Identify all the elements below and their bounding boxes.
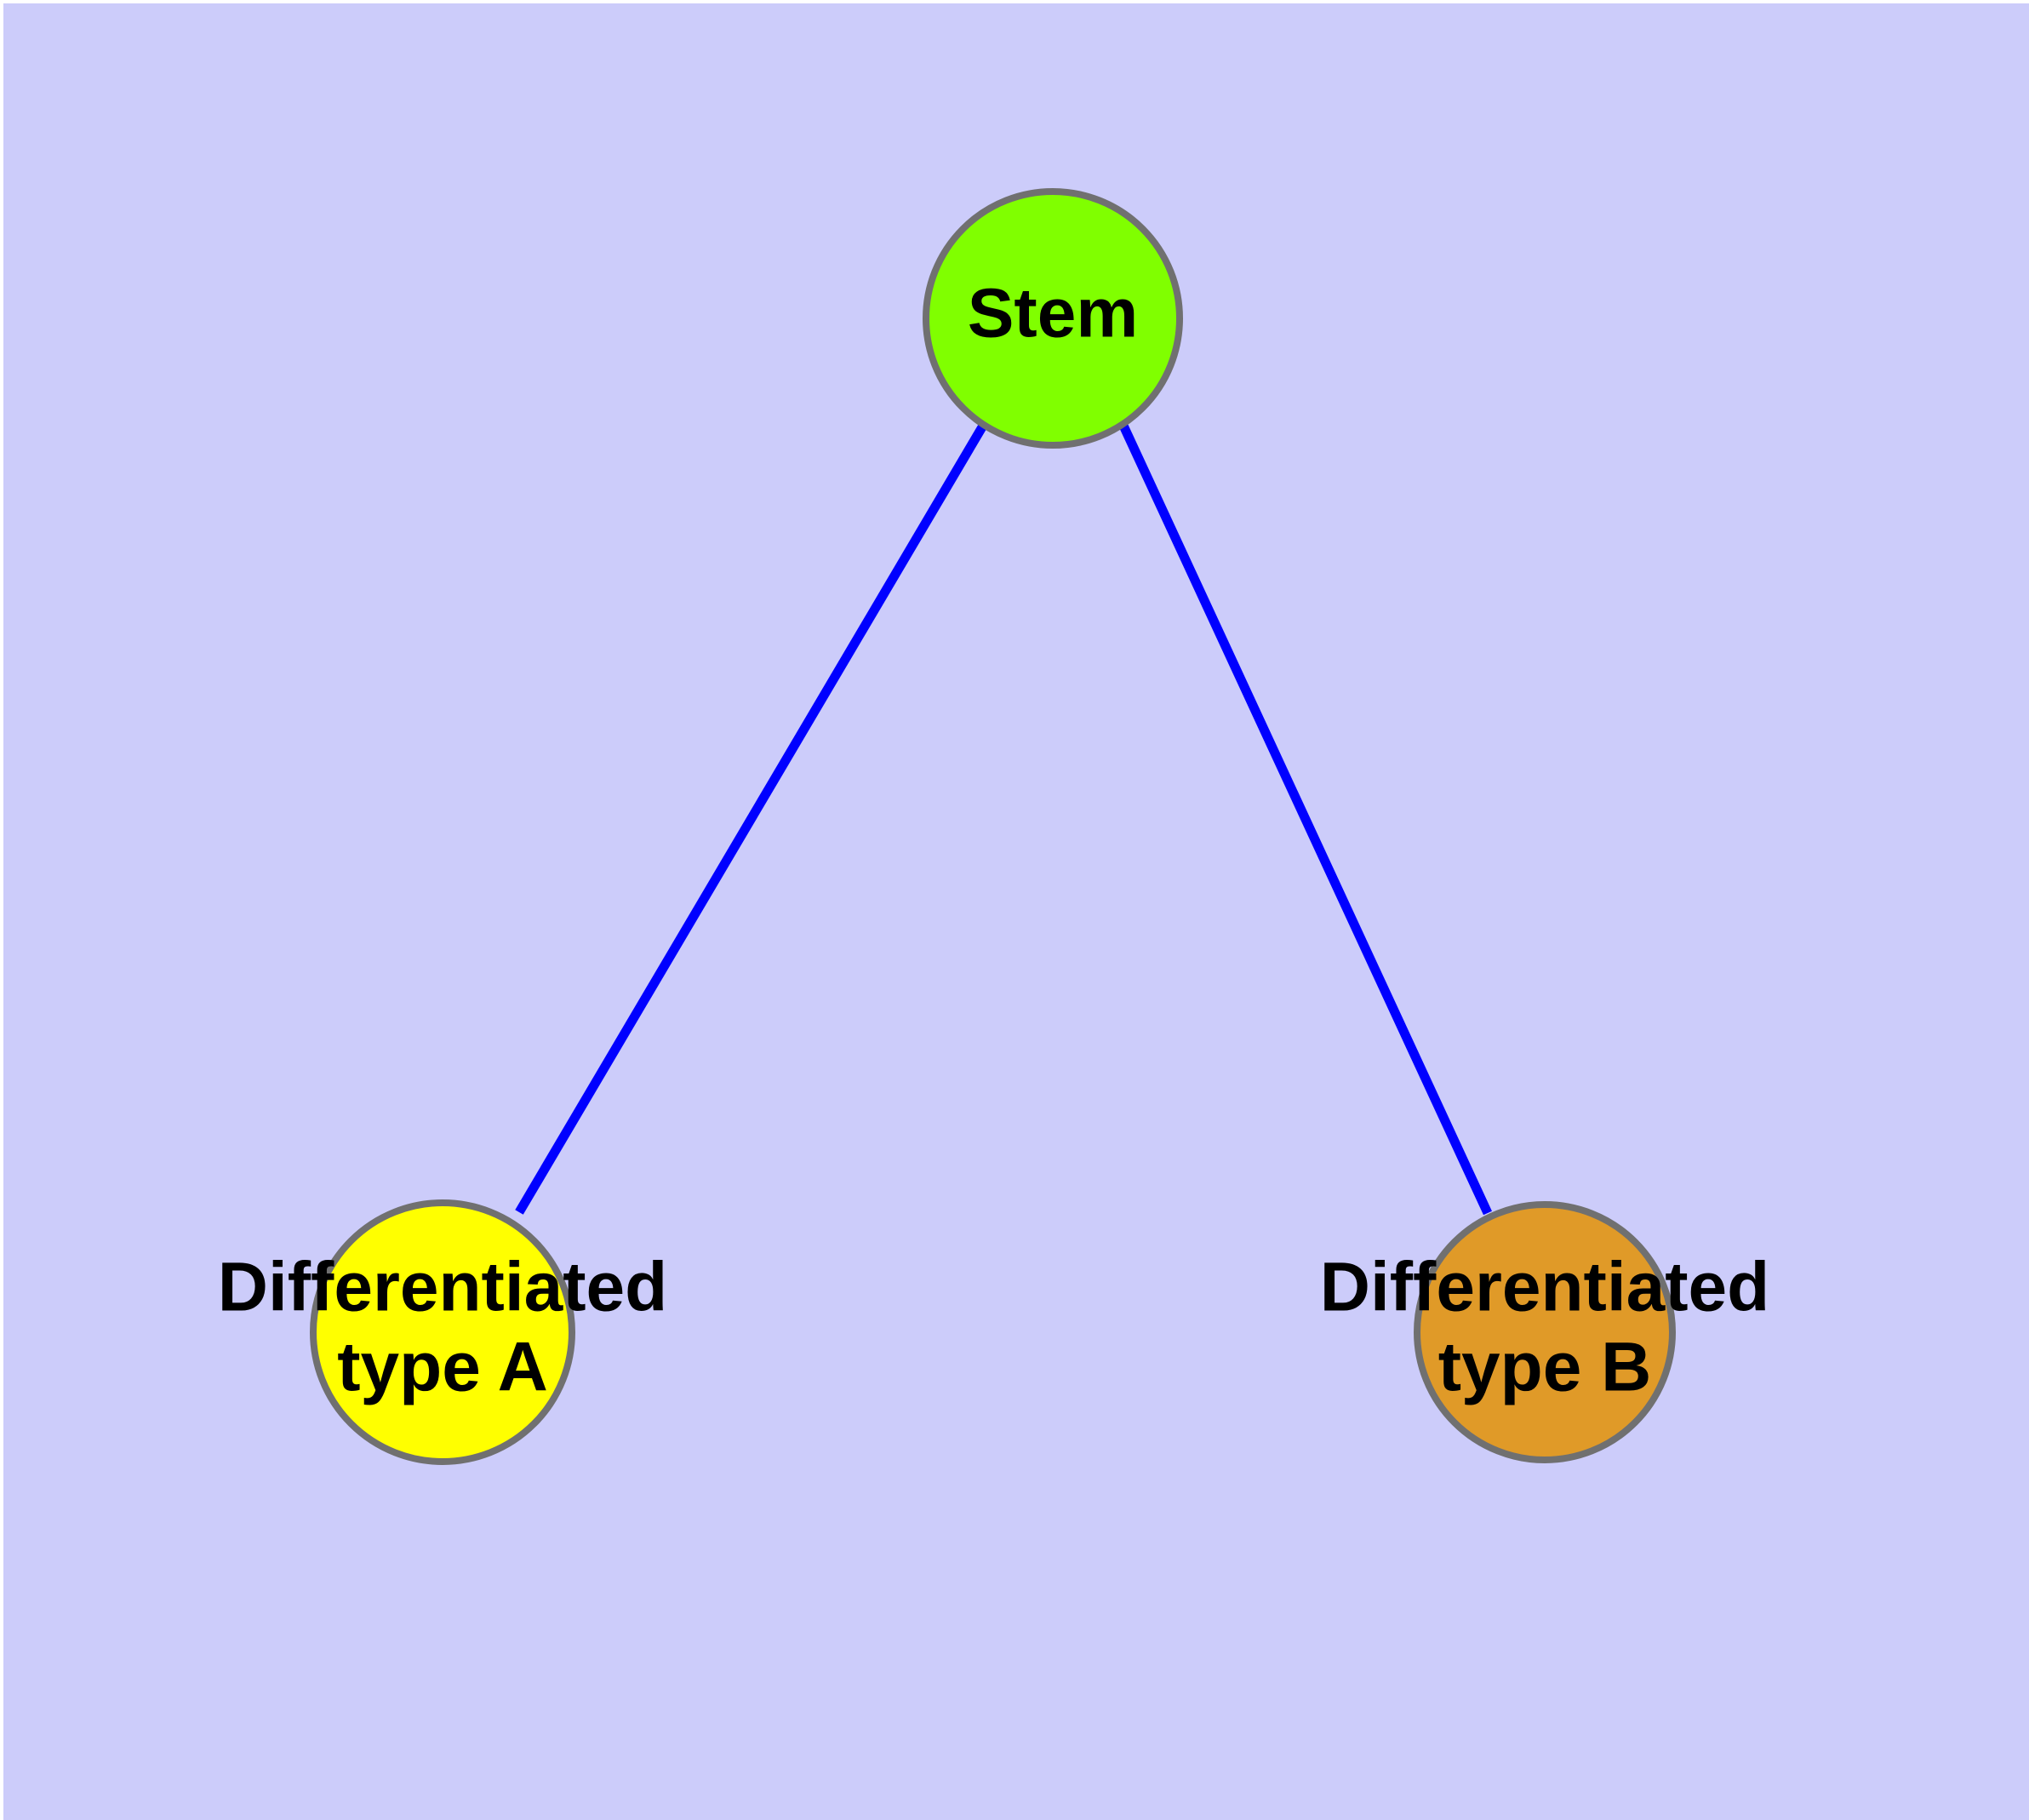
edge-layer: [515, 423, 1492, 1216]
node-differentiated-type-b-label-line2: type B: [1438, 1329, 1652, 1406]
node-differentiated-type-a-circle[interactable]: [310, 1199, 575, 1465]
node-differentiated-type-b-circle[interactable]: [1414, 1201, 1676, 1463]
edge-stem-to-differentiated-a[interactable]: [515, 423, 987, 1215]
node-differentiated-type-a-label-line2: type A: [337, 1329, 548, 1406]
node-layer: [310, 188, 1676, 1465]
edge-stem-to-differentiated-b[interactable]: [1119, 423, 1492, 1216]
label-layer: Stem Differentiated type A Differentiate…: [218, 275, 1770, 1406]
node-differentiated-type-b-label-line1: Differentiated: [1320, 1249, 1770, 1326]
node-stem[interactable]: [923, 188, 1183, 449]
node-differentiated-type-a-label-line1: Differentiated: [218, 1249, 668, 1326]
node-differentiated-type-b[interactable]: [1414, 1201, 1676, 1463]
node-stem-label: Stem: [968, 275, 1139, 352]
node-stem-circle[interactable]: [923, 188, 1183, 449]
node-differentiated-type-a[interactable]: [310, 1199, 575, 1465]
